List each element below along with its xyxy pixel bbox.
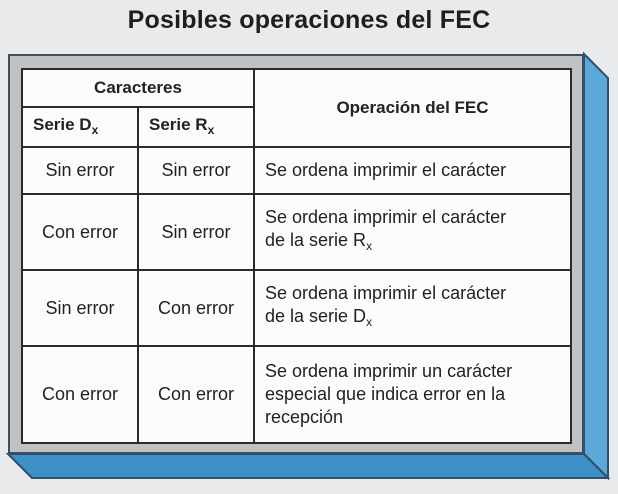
header-serie-rx: Serie Rx — [137, 106, 255, 148]
header-serie-dx: Serie Dx — [21, 106, 139, 148]
fec-operations-table: Caracteres Operación del FEC Serie Dx Se… — [21, 68, 572, 444]
table-row: Con error Con error Se ordena imprimir u… — [21, 345, 572, 444]
header-serie-rx-sub: x — [207, 122, 215, 137]
op-line2: especial que indica error en la — [265, 384, 506, 404]
cell-operation: Se ordena imprimir el carácter — [253, 146, 572, 195]
op-line1: Se ordena imprimir un carácter — [265, 361, 513, 381]
cell-rx: Con error — [137, 269, 255, 347]
cell-dx: Con error — [21, 345, 139, 444]
header-serie-dx-base: Serie D — [33, 114, 92, 134]
cell-dx: Sin error — [21, 269, 139, 347]
op-line1: Se ordena imprimir el carácter — [265, 283, 507, 303]
frame-right-face — [583, 51, 609, 481]
cell-rx: Con error — [137, 345, 255, 444]
cell-operation: Se ordena imprimir el carácter de la seri… — [253, 269, 572, 347]
header-serie-dx-sub: x — [91, 122, 99, 137]
cell-dx: Sin error — [21, 146, 139, 195]
op-line2: de la serie R — [265, 230, 367, 250]
table-row: Sin error Con error Se ordena imprimir e… — [21, 269, 572, 347]
header-operacion: Operación del FEC — [253, 68, 572, 148]
group-header-caracteres: Caracteres — [21, 68, 255, 108]
op-sub: x — [366, 315, 373, 329]
table-row: Con error Sin error Se ordena imprimir e… — [21, 193, 572, 271]
header-serie-rx-base: Serie R — [149, 114, 208, 134]
op-line1: Se ordena imprimir el carácter — [265, 160, 507, 180]
cell-rx: Sin error — [137, 193, 255, 271]
frame-bottom-face — [5, 453, 611, 479]
op-line2: de la serie D — [265, 306, 367, 326]
cell-operation: Se ordena imprimir un carácter especial q… — [253, 345, 572, 444]
op-sub: x — [366, 239, 373, 253]
cell-dx: Con error — [21, 193, 139, 271]
table-row: Sin error Sin error Se ordena imprimir e… — [21, 146, 572, 195]
page-title: Posibles operaciones del FEC — [127, 6, 491, 34]
op-line3: recepción — [265, 407, 344, 427]
op-line1: Se ordena imprimir el carácter — [265, 207, 507, 227]
cell-operation: Se ordena imprimir el carácter de la seri… — [253, 193, 572, 271]
cell-rx: Sin error — [137, 146, 255, 195]
